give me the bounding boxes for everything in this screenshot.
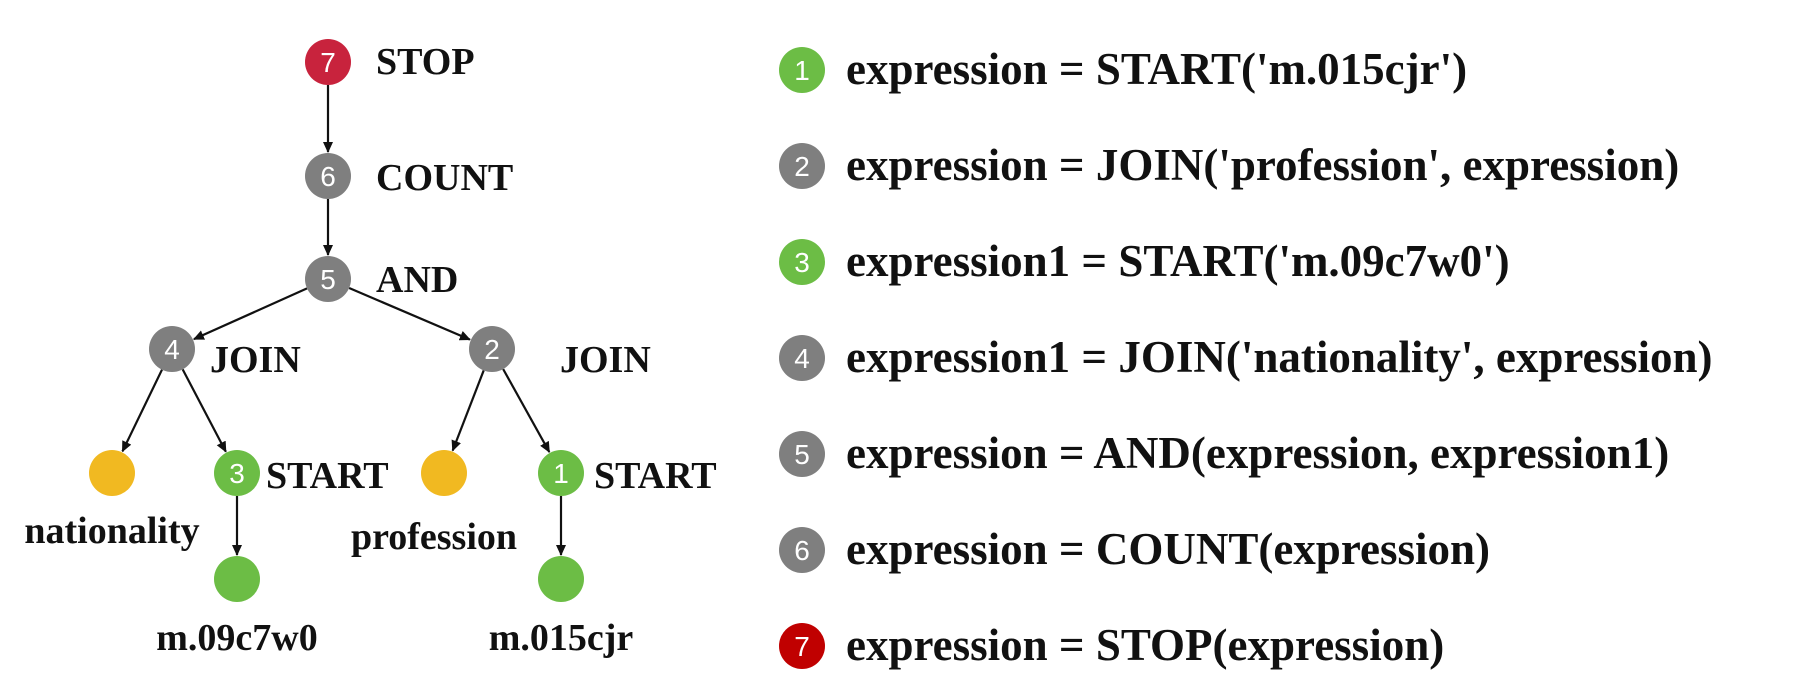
tree-edges [121, 85, 566, 556]
step-list: 1 expression = START('m.015cjr') 2 expressi… [779, 44, 1713, 670]
step-row-5: 5 expression = AND(expression, expression… [779, 428, 1669, 478]
node-label: m.015cjr [489, 617, 634, 659]
step-number: 7 [794, 631, 810, 662]
step-expression: expression1 = JOIN('nationality', expres… [846, 332, 1713, 382]
op-node-circle [305, 256, 351, 302]
tree-node-e_m015: m.015cjr [489, 556, 634, 659]
step-expression: expression1 = START('m.09c7w0') [846, 236, 1510, 286]
node-label: profession [351, 516, 517, 558]
node-label: STOP [376, 41, 475, 83]
op-node-circle [469, 326, 515, 372]
tree-nodes: 7 STOP 6 COUNT 5 AND 4 JOIN 2 JOIN nationality 3 STA… [24, 39, 717, 659]
node-number: 4 [164, 334, 180, 365]
step-row-7: 7 expression = STOP(expression) [779, 620, 1444, 670]
tree-edge-n4-to-r_nat [121, 369, 163, 453]
node-number: 7 [320, 47, 336, 78]
tree-edge-n4-to-n3 [181, 368, 227, 453]
node-label: m.09c7w0 [156, 617, 317, 659]
start-node-circle [538, 450, 584, 496]
step-row-2: 2 expression = JOIN('profession', express… [779, 140, 1679, 190]
relation-node-circle [89, 450, 135, 496]
step-number: 1 [794, 55, 810, 86]
node-label: JOIN [560, 339, 651, 381]
node-number: 1 [553, 458, 569, 489]
node-label: START [594, 455, 717, 497]
stop-node-circle [305, 39, 351, 85]
step-expression: expression = JOIN('profession', expressi… [846, 140, 1679, 190]
tree-edge-n2-to-n1 [502, 368, 551, 453]
entity-node-circle [214, 556, 260, 602]
entity-node-circle [538, 556, 584, 602]
node-number: 3 [229, 458, 245, 489]
tree-node-n1: 1 START [538, 450, 717, 497]
node-label: START [266, 455, 389, 497]
step-expression: expression = AND(expression, expression1… [846, 428, 1669, 478]
step-number: 5 [794, 439, 810, 470]
step-expression: expression = STOP(expression) [846, 620, 1444, 670]
tree-node-r_prof: profession [351, 450, 517, 558]
step-number-badge [779, 47, 825, 93]
tree-edge-n5-to-n2 [348, 287, 471, 341]
step-number: 6 [794, 535, 810, 566]
step-row-6: 6 expression = COUNT(expression) [779, 524, 1490, 574]
step-number: 2 [794, 151, 810, 182]
step-number-badge [779, 623, 825, 669]
start-node-circle [214, 450, 260, 496]
step-number-badge [779, 239, 825, 285]
step-row-4: 4 expression1 = JOIN('nationality', expre… [779, 332, 1713, 382]
step-number-badge [779, 527, 825, 573]
node-number: 2 [484, 334, 500, 365]
node-number: 5 [320, 264, 336, 295]
tree-node-n4: 4 JOIN [149, 326, 301, 381]
tree-edge-n2-to-r_prof [451, 370, 485, 452]
tree-node-n6: 6 COUNT [305, 153, 513, 199]
tree-node-n2: 2 JOIN [469, 326, 651, 381]
node-number: 6 [320, 161, 336, 192]
step-number: 3 [794, 247, 810, 278]
tree-node-n3: 3 START [214, 450, 389, 497]
node-label: nationality [24, 510, 199, 552]
node-label: AND [376, 259, 458, 301]
step-number: 4 [794, 343, 810, 374]
step-expression: expression = COUNT(expression) [846, 524, 1490, 574]
node-label: COUNT [376, 157, 513, 199]
relation-node-circle [421, 450, 467, 496]
step-row-1: 1 expression = START('m.015cjr') [779, 44, 1467, 94]
tree-node-r_nat: nationality [24, 450, 200, 552]
tree-node-n5: 5 AND [305, 256, 458, 302]
tree-node-n7: 7 STOP [305, 39, 475, 85]
step-number-badge [779, 335, 825, 381]
op-node-circle [305, 153, 351, 199]
tree-edge-n5-to-n4 [192, 287, 308, 341]
step-number-badge [779, 431, 825, 477]
step-expression: expression = START('m.015cjr') [846, 44, 1467, 94]
op-node-circle [149, 326, 195, 372]
tree-node-e_m09: m.09c7w0 [156, 556, 318, 659]
step-number-badge [779, 143, 825, 189]
step-row-3: 3 expression1 = START('m.09c7w0') [779, 236, 1510, 286]
node-label: JOIN [210, 339, 301, 381]
